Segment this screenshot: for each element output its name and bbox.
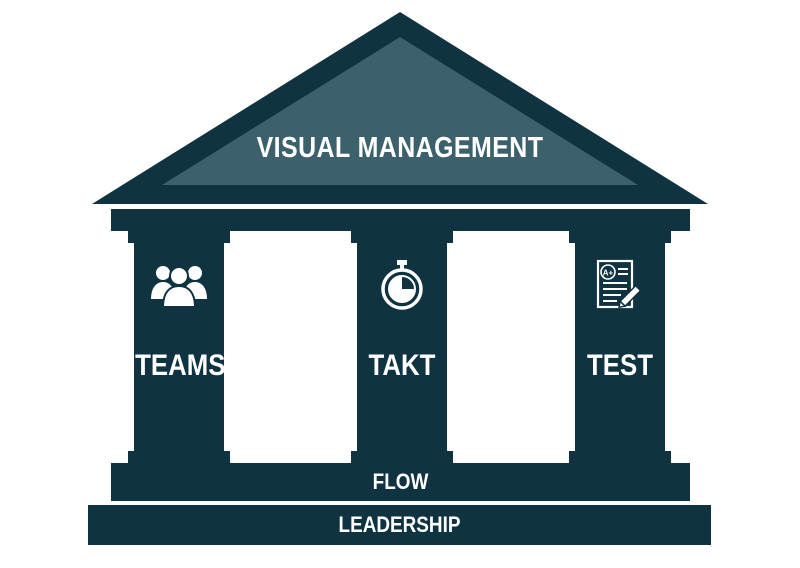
pillar-teams: TEAMS bbox=[128, 231, 230, 463]
pillar-base bbox=[569, 451, 671, 463]
flow-label: FLOW bbox=[372, 469, 429, 494]
pillar-shaft bbox=[575, 243, 665, 451]
pillar-base bbox=[351, 451, 453, 463]
pillar-base bbox=[128, 451, 230, 463]
leadership-label: LEADERSHIP bbox=[338, 512, 461, 537]
pillar-label: TEAMS bbox=[135, 349, 226, 382]
svg-text:A+: A+ bbox=[603, 269, 614, 278]
pillar-test: A+ TEST bbox=[569, 231, 671, 463]
pillar-label: TEST bbox=[587, 349, 653, 382]
stopwatch-icon bbox=[381, 260, 423, 310]
roof-label: VISUAL MANAGEMENT bbox=[256, 132, 544, 164]
team-icon bbox=[151, 266, 207, 308]
pillar-capital bbox=[128, 231, 230, 243]
pillar-capital bbox=[351, 231, 453, 243]
foundation-leadership: LEADERSHIP bbox=[88, 505, 711, 545]
roof-inner bbox=[162, 37, 638, 185]
pillar-capital bbox=[569, 231, 671, 243]
foundation-flow: FLOW bbox=[111, 463, 690, 501]
pillar-takt: TAKT bbox=[351, 231, 453, 463]
pillar-label: TAKT bbox=[368, 349, 436, 382]
roof bbox=[92, 12, 708, 204]
architrave bbox=[111, 209, 690, 231]
test-sheet-icon: A+ bbox=[596, 259, 642, 309]
